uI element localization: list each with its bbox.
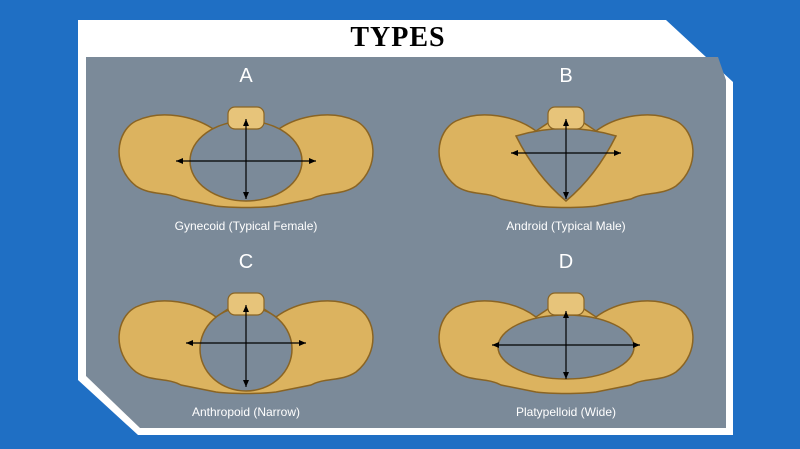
pelvis-android-illustration [438,106,694,209]
pelvis-panel: A Gynecoid (Typical Female) B [86,57,726,429]
pelvis-letter: B [559,65,573,87]
slide-frame: TYPES A Gynecoid (Typical Female) B [78,20,733,435]
pelvis-caption: Anthropoid (Narrow) [191,405,301,419]
pelvis-card-anthropoid: C Anthropoid (Narrow) [86,243,406,429]
pelvis-letter: C [238,251,254,273]
pelvis-card-gynecoid: A Gynecoid (Typical Female) [86,57,406,243]
pelvis-letter: D [558,251,574,273]
pelvis-letter: A [239,65,253,87]
slide-title: TYPES [350,22,446,53]
pelvis-card-android: B Android (Typical Male) [406,57,726,243]
pelvis-gynecoid-illustration [118,106,374,209]
pelvis-caption: Platypelloid (Wide) [515,405,617,419]
pelvis-platypelloid-illustration [438,292,694,395]
pelvis-card-platypelloid: D Platypelloid (Wide) [406,243,726,429]
pelvis-anthropoid-illustration [118,292,374,395]
pelvis-caption: Android (Typical Male) [506,219,626,233]
pelvis-caption: Gynecoid (Typical Female) [174,219,318,233]
